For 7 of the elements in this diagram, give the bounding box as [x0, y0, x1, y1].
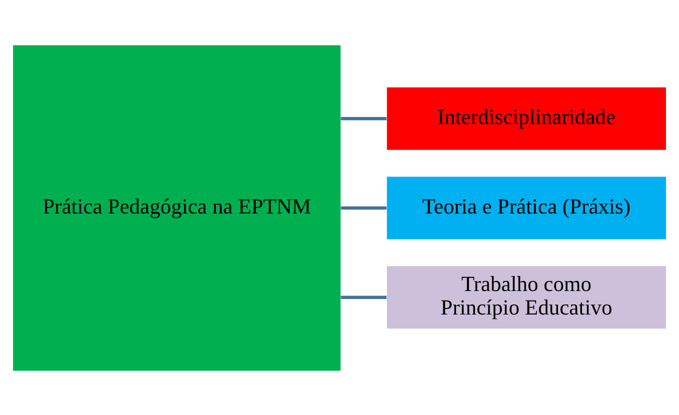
- connector: [340, 206, 386, 210]
- node-box: Teoria e Prática (Práxis): [386, 176, 666, 239]
- node-box: Prática Pedagógica na EPTNM: [13, 44, 341, 370]
- node-box: Trabalho como Princípio Educativo: [386, 266, 666, 328]
- node-box: Interdisciplinaridade: [386, 86, 666, 150]
- connector: [340, 295, 386, 299]
- connector: [340, 116, 386, 120]
